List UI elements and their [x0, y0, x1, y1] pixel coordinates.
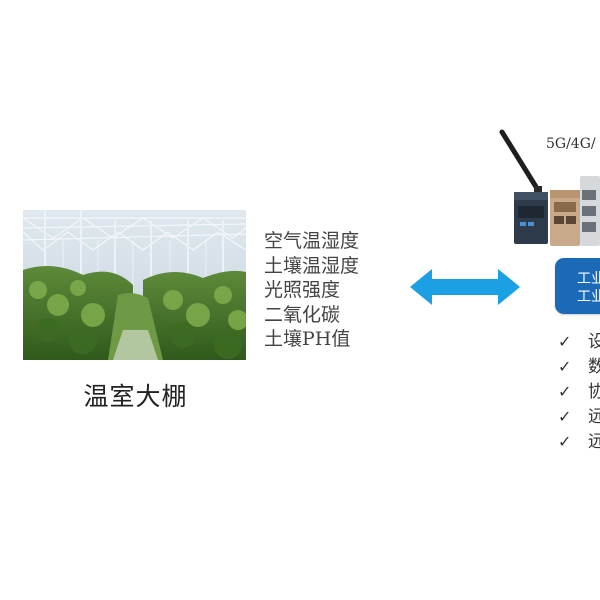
feature-item: ✓设	[558, 329, 600, 354]
sensor-item-light-intensity: 光照强度	[264, 279, 341, 301]
gateway-line-2: 工业	[577, 289, 600, 305]
greenhouse-caption: 温室大棚	[83, 382, 188, 411]
check-icon: ✓	[558, 407, 572, 426]
check-icon: ✓	[558, 332, 572, 351]
check-icon: ✓	[558, 382, 572, 401]
sensor-item-soil-ph: 土壤PH值	[264, 328, 351, 350]
feature-text: 设	[588, 332, 600, 352]
network-label: 5G/4G/	[546, 136, 596, 152]
gateway-box: 工业 工业	[555, 258, 600, 314]
sensor-item-air-temp-humidity: 空气温湿度	[264, 230, 360, 252]
feature-item: ✓数	[558, 354, 600, 379]
gateway-line-1: 工业	[577, 271, 600, 287]
router-device-image	[498, 128, 600, 254]
feature-text: 数	[588, 357, 600, 377]
feature-text: 远	[588, 407, 600, 427]
sensor-item-soil-temp-humidity: 土壤温湿度	[264, 254, 360, 277]
check-icon: ✓	[558, 432, 572, 451]
double-arrow-icon	[408, 267, 522, 311]
sensor-list: 空气温湿度 土壤温湿度 光照强度 二氧化碳 土壤PH值	[264, 229, 359, 352]
feature-item: ✓远	[558, 404, 600, 429]
feature-item: ✓协	[558, 379, 600, 404]
feature-item: ✓远	[558, 429, 600, 454]
feature-list: ✓设 ✓数 ✓协 ✓远 ✓远	[558, 329, 600, 454]
check-icon: ✓	[558, 357, 572, 376]
sensor-item-co2: 二氧化碳	[264, 303, 341, 326]
greenhouse-photo	[23, 210, 246, 360]
feature-text: 协	[588, 382, 600, 402]
feature-text: 远	[588, 432, 600, 452]
